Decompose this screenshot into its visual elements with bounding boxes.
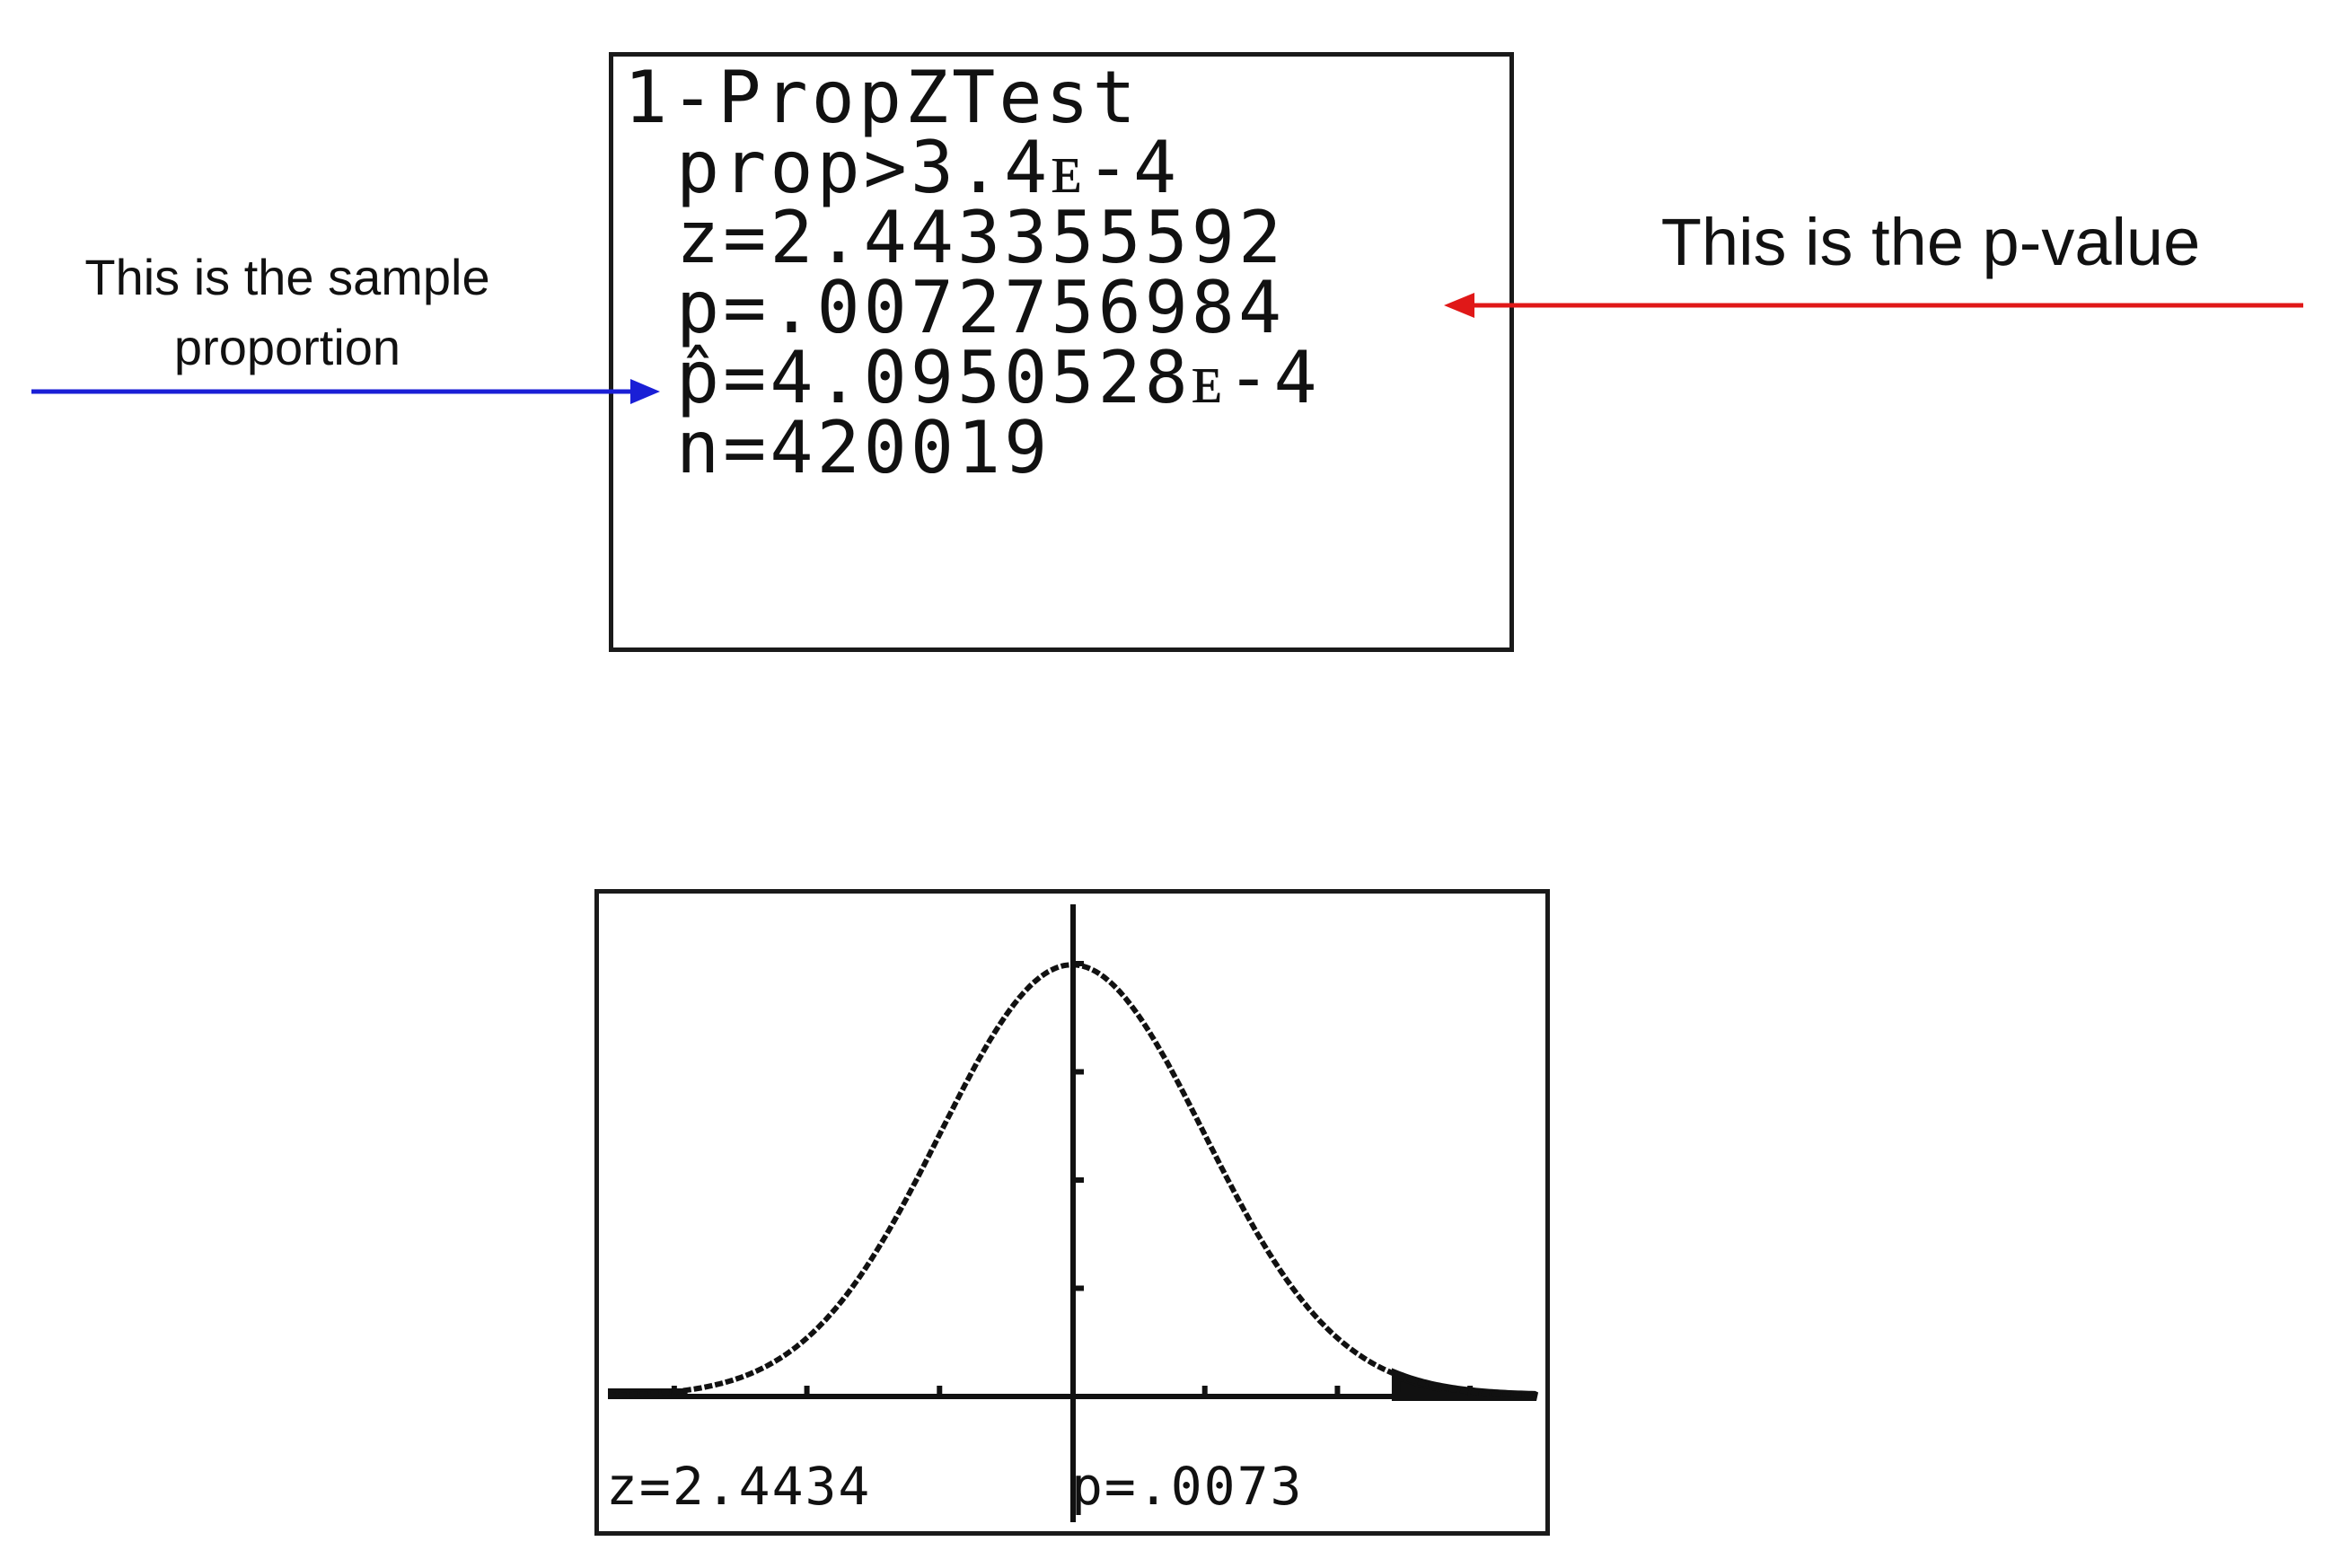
p-value-label: p=.0073	[1071, 1456, 1304, 1517]
sample-proportion-callout: This is the sample proportion	[84, 249, 490, 375]
normal-curve-plot	[608, 904, 1539, 1522]
test-title: 1-PropZTest	[624, 56, 1140, 139]
p-value: p=.0072756984	[676, 266, 1286, 349]
p-value-arrow	[1444, 293, 2303, 318]
sample-size: n=420019	[676, 406, 1052, 489]
z-score-label: z=2.4434	[606, 1456, 872, 1517]
alternative-hypothesis: prop>3.4ᴇ-4	[676, 126, 1181, 209]
p-value-callout: This is the p-value	[1660, 205, 2201, 279]
sample-proportion: p̂=4.0950528ᴇ-4	[676, 336, 1321, 419]
normal-curve-line	[608, 962, 1536, 1398]
z-statistic: z=2.443355592	[676, 196, 1286, 279]
sample-proportion-arrow	[31, 379, 660, 404]
normal-curve-screen: z=2.4434 p=.0073	[594, 889, 1550, 1536]
test-results-screen: 1-PropZTest prop>3.4ᴇ-4 z=2.443355592 p=…	[609, 52, 1514, 652]
